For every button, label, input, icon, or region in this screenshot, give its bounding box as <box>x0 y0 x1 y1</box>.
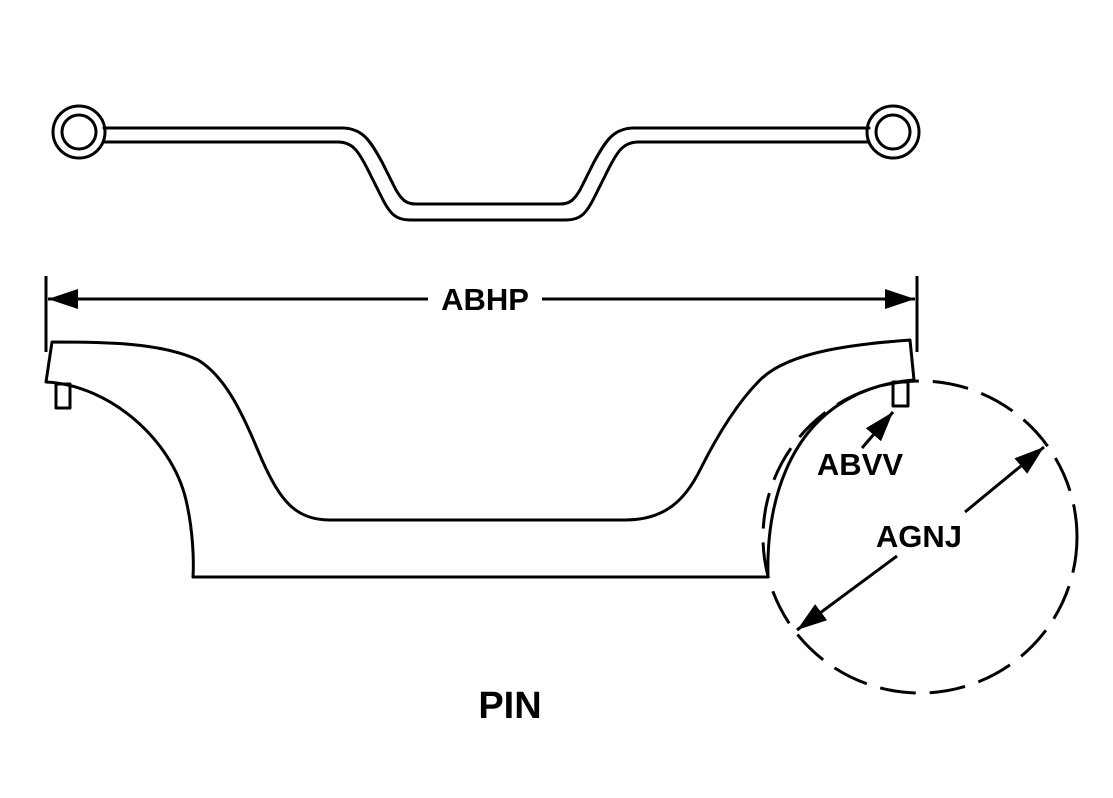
body-outline <box>44 338 916 579</box>
pin-diameter-leader <box>860 411 895 449</box>
overall-length-dimension <box>44 276 919 352</box>
circle-diameter-line-lower <box>796 554 898 632</box>
circle-diameter-label: AGNJ <box>876 519 962 554</box>
circle-diameter-line-upper <box>964 445 1045 514</box>
right-pin-stub <box>891 380 910 408</box>
left-pin-stub <box>54 382 72 410</box>
part-name: PIN <box>478 685 541 727</box>
left-eye-icon <box>51 104 107 160</box>
detail-circle <box>761 379 1079 695</box>
wire-outline-upper <box>102 126 871 206</box>
wire-outline-lower <box>102 140 871 222</box>
right-eye-icon <box>865 104 921 160</box>
top-view <box>51 104 921 222</box>
pin-diameter-label: ABVV <box>817 447 903 482</box>
overall-length-label: ABHP <box>441 282 529 317</box>
